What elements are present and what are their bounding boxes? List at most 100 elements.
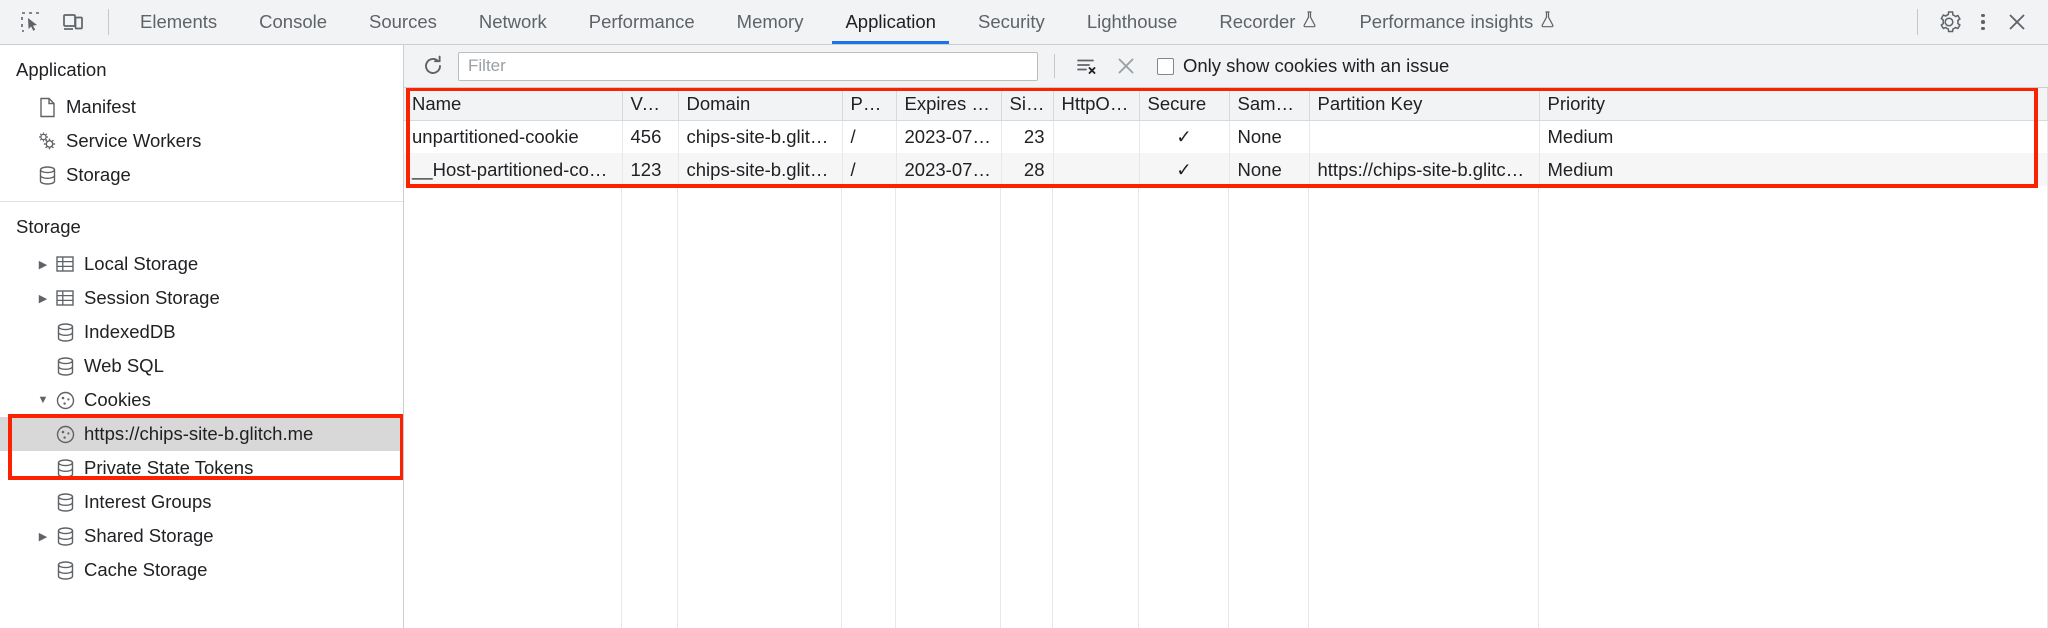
refresh-icon[interactable] bbox=[418, 51, 448, 81]
tab-label: Application bbox=[845, 11, 936, 32]
sidebar-item-cookies[interactable]: ▼ Cookies bbox=[0, 383, 403, 417]
tab-recorder[interactable]: Recorder bbox=[1198, 0, 1338, 44]
inspect-element-icon[interactable] bbox=[14, 5, 48, 39]
sidebar-item-manifest[interactable]: Manifest bbox=[0, 90, 403, 124]
tab-label: Console bbox=[259, 11, 328, 32]
column-header-size[interactable]: Size bbox=[1001, 88, 1054, 121]
tab-console[interactable]: Console bbox=[238, 0, 348, 44]
cell-expires: 2023-07-07… bbox=[896, 153, 1002, 186]
more-options-icon[interactable] bbox=[1966, 5, 2000, 39]
cell-partition-key bbox=[1309, 120, 1540, 153]
sidebar-item-session-storage[interactable]: ▶ Session Storage bbox=[0, 281, 403, 315]
device-toolbar-icon[interactable] bbox=[56, 5, 90, 39]
cell-size: 23 bbox=[1001, 120, 1054, 153]
cookies-table: Name Value Domain Path Expires / M… Size… bbox=[404, 88, 2048, 186]
column-header-expires[interactable]: Expires / M… bbox=[896, 88, 1002, 121]
sidebar-item-web-sql[interactable]: ▶ Web SQL bbox=[0, 349, 403, 383]
table-row[interactable]: __Host-partitioned-cookie 123 chips-site… bbox=[404, 153, 2048, 186]
experiment-flask-icon bbox=[1302, 11, 1317, 33]
column-header-path[interactable]: Path bbox=[842, 88, 897, 121]
only-show-issues-checkbox[interactable] bbox=[1157, 57, 1174, 75]
devtools-body: Application Manifest Service Workers bbox=[0, 45, 2048, 628]
sidebar-section-storage: Storage ▶ Local Storage ▶ Session Storag… bbox=[0, 201, 403, 596]
cookie-icon bbox=[52, 424, 78, 445]
clear-filters-icon[interactable] bbox=[1071, 51, 1101, 81]
sidebar-section-title: Storage bbox=[16, 216, 81, 237]
application-sidebar: Application Manifest Service Workers bbox=[0, 45, 404, 628]
cell-expires: 2023-07-07… bbox=[896, 120, 1002, 153]
cell-httponly bbox=[1053, 120, 1140, 153]
devtools-tabbar: Elements Console Sources Network Perform… bbox=[0, 0, 2048, 45]
sidebar-item-label: Storage bbox=[66, 164, 131, 185]
sidebar-item-local-storage[interactable]: ▶ Local Storage bbox=[0, 247, 403, 281]
sidebar-item-service-workers[interactable]: Service Workers bbox=[0, 124, 403, 158]
database-icon bbox=[52, 356, 78, 377]
sidebar-section-application: Application Manifest Service Workers bbox=[0, 45, 403, 201]
column-header-name[interactable]: Name bbox=[404, 88, 623, 121]
tab-sources[interactable]: Sources bbox=[348, 0, 458, 44]
sidebar-item-label: Interest Groups bbox=[84, 491, 212, 512]
cookies-table-wrap: Name Value Domain Path Expires / M… Size… bbox=[404, 88, 2048, 628]
database-icon bbox=[52, 458, 78, 479]
twisty-spacer: ▶ bbox=[34, 564, 52, 577]
cell-partition-key: https://chips-site-b.glitch.me bbox=[1309, 153, 1540, 186]
cell-priority: Medium bbox=[1539, 153, 2048, 186]
table-grid-icon bbox=[52, 288, 78, 308]
cell-domain: chips-site-b.glitch.me bbox=[678, 120, 843, 153]
tab-performance[interactable]: Performance bbox=[568, 0, 716, 44]
column-header-value[interactable]: Value bbox=[622, 88, 679, 121]
close-devtools-icon[interactable] bbox=[2000, 5, 2034, 39]
tabbar-divider bbox=[108, 9, 109, 35]
column-header-samesite[interactable]: SameSite bbox=[1229, 88, 1310, 121]
cell-size: 28 bbox=[1001, 153, 1054, 186]
filter-input[interactable]: Filter bbox=[458, 51, 1038, 81]
database-icon bbox=[52, 492, 78, 513]
column-header-httponly[interactable]: HttpOnly bbox=[1053, 88, 1140, 121]
tab-elements[interactable]: Elements bbox=[119, 0, 238, 44]
tab-network[interactable]: Network bbox=[458, 0, 568, 44]
sidebar-item-label: IndexedDB bbox=[84, 321, 176, 342]
cookie-icon bbox=[52, 390, 78, 411]
column-header-domain[interactable]: Domain bbox=[678, 88, 843, 121]
sidebar-item-storage[interactable]: Storage bbox=[0, 158, 403, 192]
chevron-down-icon[interactable]: ▼ bbox=[37, 394, 49, 406]
manifest-document-icon bbox=[34, 97, 60, 118]
twisty-spacer: ▶ bbox=[34, 326, 52, 339]
cell-httponly bbox=[1053, 153, 1140, 186]
tab-security[interactable]: Security bbox=[957, 0, 1066, 44]
column-header-partition-key[interactable]: Partition Key bbox=[1309, 88, 1540, 121]
tab-lighthouse[interactable]: Lighthouse bbox=[1066, 0, 1199, 44]
tab-memory[interactable]: Memory bbox=[716, 0, 825, 44]
sidebar-item-label: https://chips-site-b.glitch.me bbox=[84, 423, 314, 444]
sidebar-item-shared-storage[interactable]: ▶ Shared Storage bbox=[0, 519, 403, 553]
sidebar-item-indexeddb[interactable]: ▶ IndexedDB bbox=[0, 315, 403, 349]
chevron-right-icon[interactable]: ▶ bbox=[38, 258, 48, 271]
sidebar-section-title: Application bbox=[16, 59, 107, 80]
service-workers-gears-icon bbox=[34, 130, 60, 152]
column-header-priority[interactable]: Priority bbox=[1539, 88, 2048, 121]
tab-performance-insights[interactable]: Performance insights bbox=[1338, 0, 1576, 44]
chevron-right-icon[interactable]: ▶ bbox=[38, 530, 48, 543]
empty-grid bbox=[404, 186, 2048, 628]
column-header-secure[interactable]: Secure bbox=[1139, 88, 1230, 121]
sidebar-item-cache-storage[interactable]: ▶ Cache Storage bbox=[0, 553, 403, 587]
sidebar-item-private-state-tokens[interactable]: ▶ Private State Tokens bbox=[0, 451, 403, 485]
cookies-panel: Filter Only show cookies with an issue bbox=[404, 45, 2048, 628]
chevron-right-icon[interactable]: ▶ bbox=[38, 292, 48, 305]
table-grid-icon bbox=[52, 254, 78, 274]
tab-label: Performance insights bbox=[1359, 11, 1534, 32]
cell-value: 456 bbox=[622, 120, 679, 153]
sidebar-item-label: Service Workers bbox=[66, 130, 202, 151]
clear-all-cookies-icon[interactable] bbox=[1111, 51, 1141, 81]
table-row[interactable]: unpartitioned-cookie 456 chips-site-b.gl… bbox=[404, 120, 2048, 153]
experiment-flask-icon bbox=[1540, 11, 1555, 33]
cell-name: __Host-partitioned-cookie bbox=[404, 153, 623, 186]
sidebar-item-cookie-origin[interactable]: https://chips-site-b.glitch.me bbox=[0, 417, 403, 451]
settings-gear-icon[interactable] bbox=[1932, 5, 1966, 39]
sidebar-item-interest-groups[interactable]: ▶ Interest Groups bbox=[0, 485, 403, 519]
tab-application[interactable]: Application bbox=[824, 0, 957, 44]
toolbar-divider bbox=[1054, 54, 1055, 78]
tab-label: Network bbox=[478, 11, 547, 32]
tab-label: Security bbox=[977, 11, 1045, 32]
only-show-issues-checkbox-wrap[interactable]: Only show cookies with an issue bbox=[1157, 55, 1449, 77]
